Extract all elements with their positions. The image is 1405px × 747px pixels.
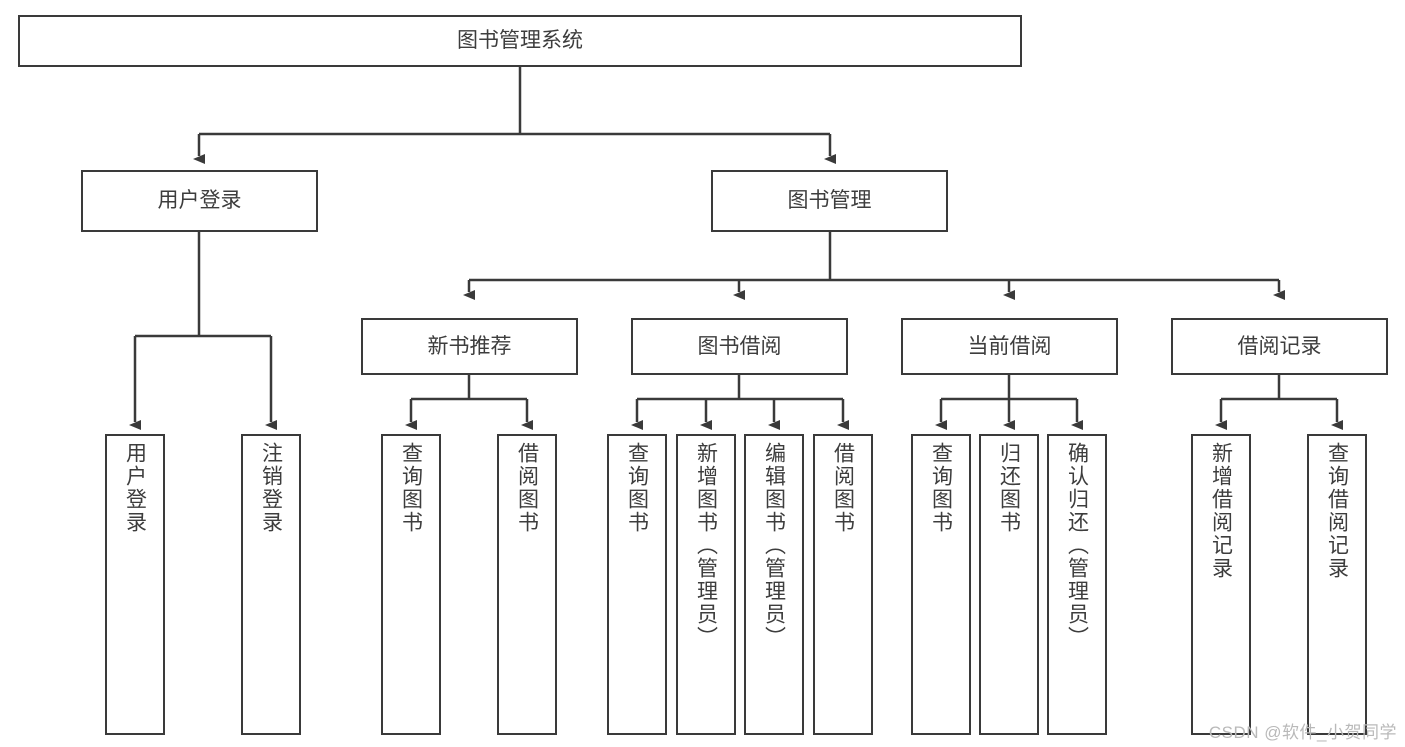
leaf-current-borrow-return-book[interactable]: 归还图书 (979, 434, 1039, 735)
node-book-management[interactable]: 图书管理 (711, 170, 948, 232)
leaf-new-book-borrow-book[interactable]: 借阅图书 (497, 434, 557, 735)
node-borrow-record[interactable]: 借阅记录 (1171, 318, 1388, 375)
leaf-book-borrow-edit-book-admin[interactable]: 编辑图书（管理员） (744, 434, 804, 735)
node-label: 新书推荐 (427, 334, 512, 358)
node-label: 新增借阅记录 (1209, 442, 1233, 580)
node-current-borrow[interactable]: 当前借阅 (901, 318, 1118, 375)
leaf-book-borrow-borrow-book[interactable]: 借阅图书 (813, 434, 873, 735)
node-label: 确认归还（管理员） (1065, 442, 1089, 649)
node-label: 查询图书 (399, 442, 423, 534)
node-label: 当前借阅 (967, 334, 1052, 358)
node-label: 借阅图书 (515, 442, 539, 534)
leaf-new-book-query-book[interactable]: 查询图书 (381, 434, 441, 735)
leaf-borrow-record-add-record[interactable]: 新增借阅记录 (1191, 434, 1251, 735)
node-label: 用户登录 (157, 189, 242, 213)
leaf-book-borrow-add-book-admin[interactable]: 新增图书（管理员） (676, 434, 736, 735)
node-root-book-management-system[interactable]: 图书管理系统 (18, 15, 1022, 67)
node-label: 图书管理系统 (457, 29, 583, 53)
csdn-watermark: CSDN @软件_小贺同学 (1208, 723, 1397, 742)
node-label: 用户登录 (123, 442, 147, 534)
leaf-user-login-login[interactable]: 用户登录 (105, 434, 165, 735)
node-label: 查询借阅记录 (1325, 442, 1349, 580)
node-label: 编辑图书（管理员） (762, 442, 786, 649)
node-user-login[interactable]: 用户登录 (81, 170, 318, 232)
leaf-book-borrow-query-book[interactable]: 查询图书 (607, 434, 667, 735)
node-label: 查询图书 (929, 442, 953, 534)
node-label: 图书借阅 (697, 334, 782, 358)
leaf-borrow-record-query-record[interactable]: 查询借阅记录 (1307, 434, 1367, 735)
leaf-user-login-logout[interactable]: 注销登录 (241, 434, 301, 735)
node-label: 图书管理 (787, 189, 872, 213)
node-label: 借阅图书 (831, 442, 855, 534)
node-label: 借阅记录 (1237, 334, 1322, 358)
node-label: 注销登录 (259, 442, 283, 534)
node-label: 查询图书 (625, 442, 649, 534)
node-label: 新增图书（管理员） (694, 442, 718, 649)
node-new-book-recommend[interactable]: 新书推荐 (361, 318, 578, 375)
node-book-borrow[interactable]: 图书借阅 (631, 318, 848, 375)
node-label: 归还图书 (997, 442, 1021, 534)
leaf-current-borrow-confirm-return-admin[interactable]: 确认归还（管理员） (1047, 434, 1107, 735)
leaf-current-borrow-query-book[interactable]: 查询图书 (911, 434, 971, 735)
